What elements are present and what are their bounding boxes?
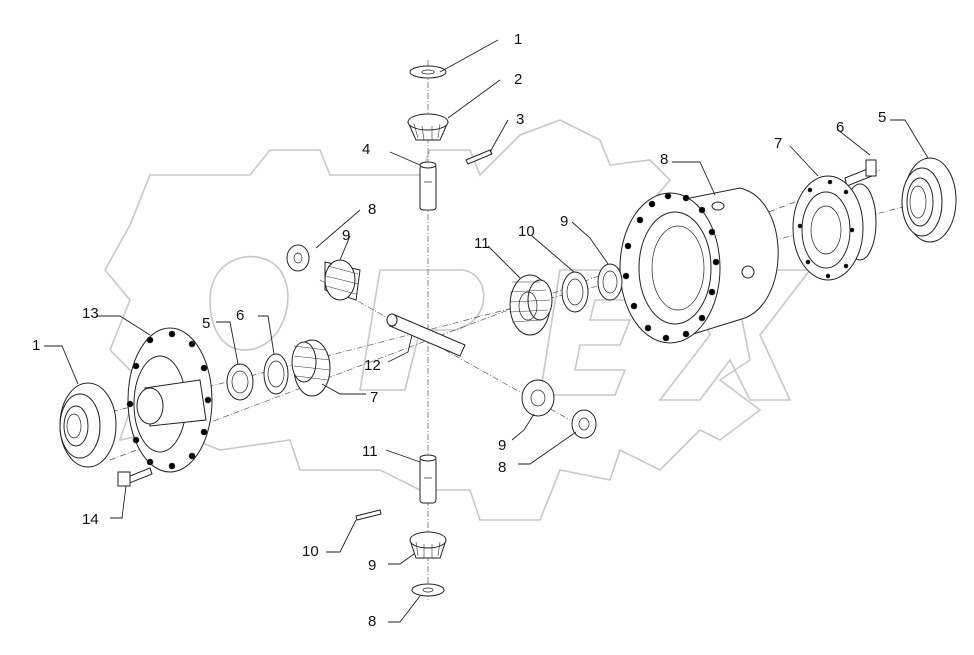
callout-10-bottom: 10 [302, 543, 319, 560]
callout-13: 13 [82, 305, 99, 322]
thrust-washer-left-8[interactable] [286, 244, 310, 272]
differential-case[interactable] [619, 187, 779, 344]
callout-6-right: 10 [518, 223, 535, 240]
bolt-right[interactable] [844, 159, 877, 187]
pinion-gear-right-low[interactable] [521, 379, 555, 417]
callout-5-left: 5 [202, 315, 210, 332]
callout-7-left: 7 [370, 389, 378, 406]
callout-11-top: 4 [362, 141, 370, 158]
callout-8-left: 8 [368, 201, 376, 218]
roll-pin-top[interactable] [465, 149, 493, 165]
callout-8-bottom: 8 [368, 613, 376, 630]
thrust-washer-bottom[interactable] [411, 583, 445, 597]
callout-11-bottom: 11 [362, 443, 378, 460]
callout-1-left: 1 [32, 337, 40, 354]
roll-pin-bottom[interactable] [355, 509, 382, 521]
bearing-left[interactable] [59, 382, 117, 468]
thrust-washer-right-6[interactable] [561, 271, 589, 313]
bolt-left[interactable] [117, 467, 153, 487]
side-gear-right[interactable] [509, 274, 553, 336]
differential-cover[interactable] [792, 175, 877, 281]
callout-1-right: 5 [878, 109, 886, 126]
callout-9-left: 9 [342, 227, 350, 244]
pinion-shaft-top[interactable] [419, 161, 437, 211]
callout-8-right-low: 8 [498, 459, 506, 476]
callout-5-right: 9 [560, 213, 568, 230]
thrust-washer-top[interactable] [409, 65, 447, 79]
bearing-right[interactable] [901, 157, 957, 243]
pinion-shaft-bottom[interactable] [419, 454, 437, 504]
thrust-washer-left-6[interactable] [263, 353, 289, 395]
pinion-gear-top[interactable] [407, 113, 449, 141]
differential-housing-left[interactable] [126, 327, 213, 473]
callout-6-left: 6 [236, 307, 244, 324]
callout-14: 14 [82, 511, 99, 528]
thrust-washer-right-low[interactable] [571, 409, 597, 439]
callout-10-top: 3 [516, 111, 524, 128]
callout-12: 12 [364, 357, 381, 374]
callout-4: 8 [660, 151, 668, 168]
callout-7-right: 11 [474, 235, 490, 252]
cross-shaft[interactable] [386, 313, 466, 357]
leader-lines [44, 39, 929, 623]
callout-labels: 1 2 3 4 5 6 7 8 9 10 11 8 9 12 7 13 1 5 … [32, 31, 886, 630]
side-gear-left[interactable] [291, 339, 331, 397]
callout-3: 7 [774, 135, 782, 152]
shim-right-5[interactable] [597, 263, 623, 301]
shim-left-5[interactable] [226, 363, 254, 401]
callout-8-top: 1 [514, 31, 522, 48]
callout-9-bottom: 9 [368, 557, 376, 574]
callout-9-right-low: 9 [498, 437, 506, 454]
pinion-gear-bottom[interactable] [409, 531, 447, 559]
callout-2: 6 [836, 119, 844, 136]
callout-9-top: 2 [514, 71, 522, 88]
pinion-gear-left[interactable] [324, 259, 361, 301]
